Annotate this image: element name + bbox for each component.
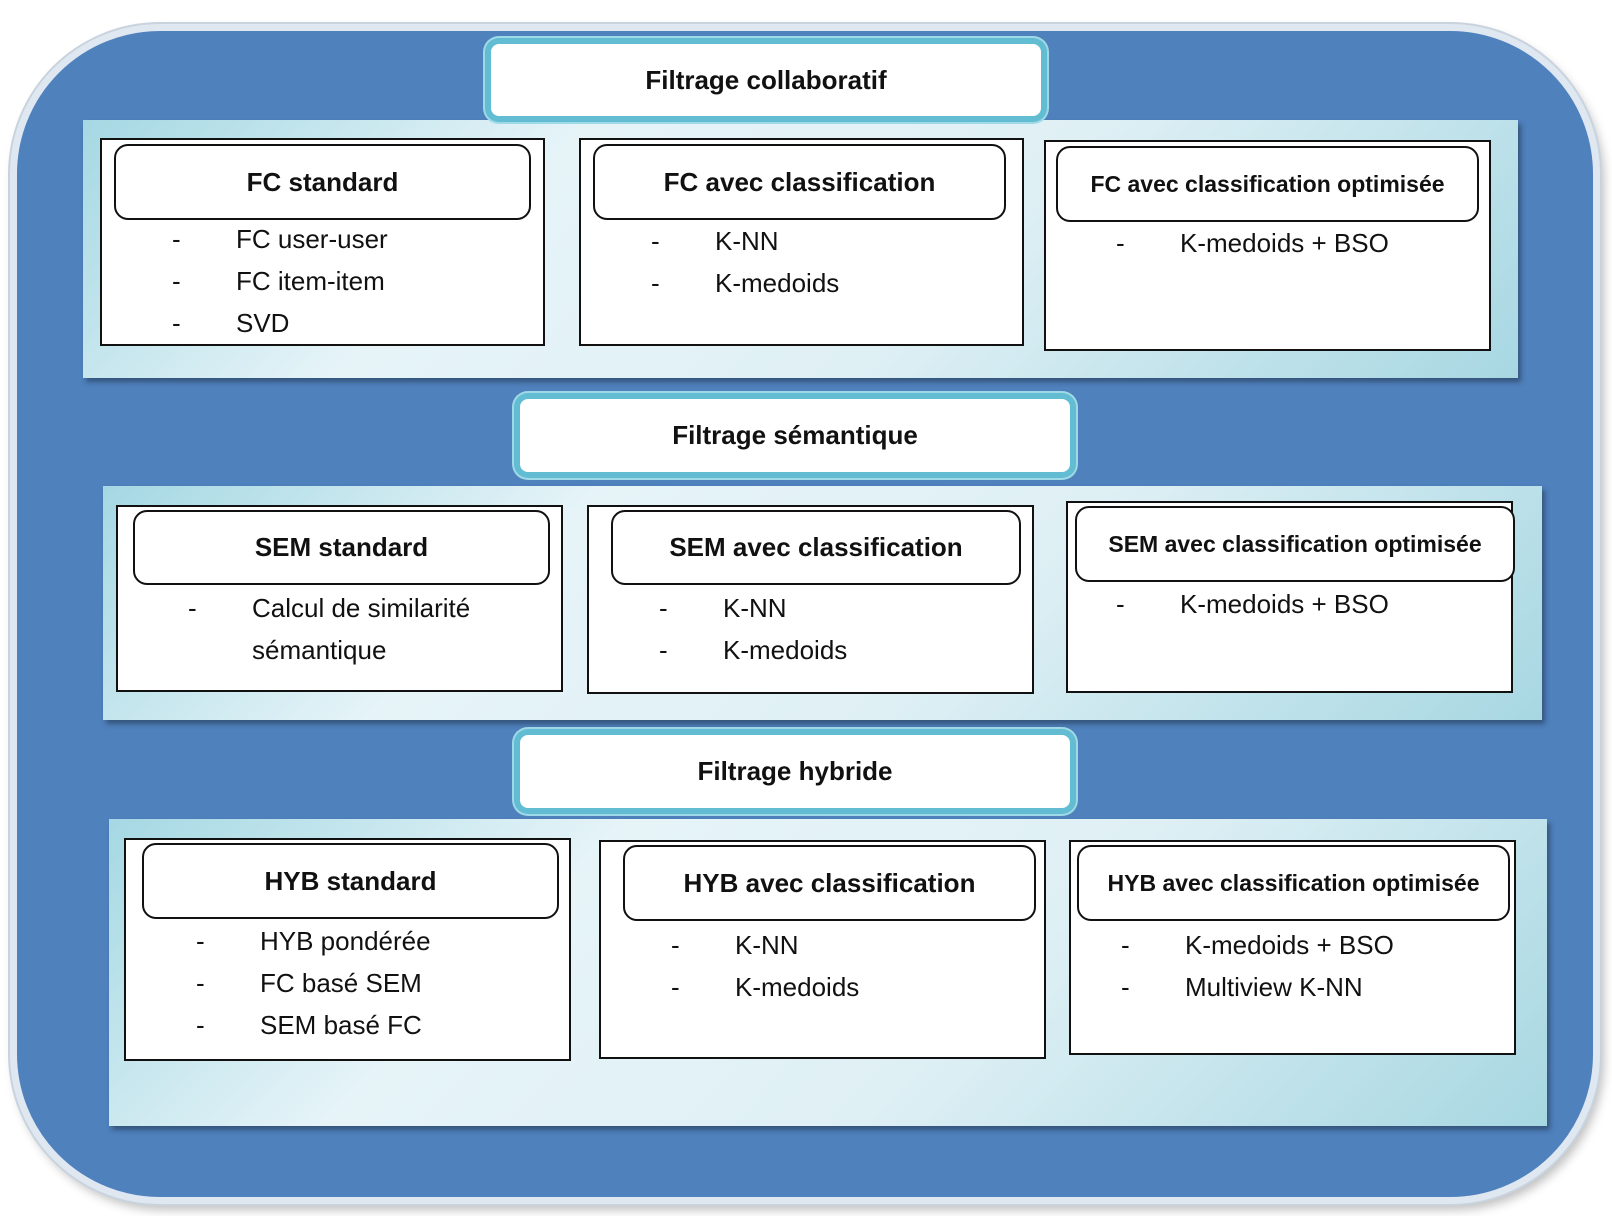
card-title: FC standard: [114, 144, 531, 220]
list-item: K-medoids + BSO: [1116, 583, 1389, 625]
card-sem-standard: SEM standard Calcul de similarité sémant…: [116, 505, 563, 692]
list-item: K-medoids: [651, 262, 839, 304]
list-item: FC user-user: [172, 218, 388, 260]
card-sem-optimized: SEM avec classification optimisée K-medo…: [1066, 501, 1515, 693]
item-list: K-NN K-medoids: [671, 924, 859, 1008]
item-list: Calcul de similarité sémantique: [188, 587, 518, 671]
card-fc-standard: FC standard FC user-user FC item-item SV…: [100, 138, 545, 346]
list-item: SEM basé FC: [196, 1004, 431, 1046]
item-list: HYB pondérée FC basé SEM SEM basé FC: [196, 920, 431, 1046]
card-title: SEM avec classification: [611, 510, 1021, 585]
card-fc-optimized: FC avec classification optimisée K-medoi…: [1044, 140, 1491, 351]
list-item: Multiview K-NN: [1121, 966, 1394, 1008]
header-hybrid: Filtrage hybride: [520, 735, 1070, 808]
card-sem-classification: SEM avec classification K-NN K-medoids: [587, 505, 1034, 694]
card-title: SEM standard: [133, 510, 550, 585]
item-list: K-medoids + BSO Multiview K-NN: [1121, 924, 1394, 1008]
item-list: FC user-user FC item-item SVD: [172, 218, 388, 344]
list-item: FC basé SEM: [196, 962, 431, 1004]
card-title: HYB avec classification: [623, 845, 1036, 921]
list-item: K-medoids + BSO: [1116, 222, 1389, 264]
card-hyb-standard: HYB standard HYB pondérée FC basé SEM SE…: [124, 838, 571, 1061]
header-collaborative: Filtrage collaboratif: [491, 44, 1041, 116]
list-item: K-NN: [671, 924, 859, 966]
card-fc-classification: FC avec classification K-NN K-medoids: [579, 138, 1024, 346]
list-item: FC item-item: [172, 260, 388, 302]
list-item: K-medoids + BSO: [1121, 924, 1394, 966]
card-title: FC avec classification optimisée: [1056, 146, 1479, 222]
list-item: K-medoids: [671, 966, 859, 1008]
card-hyb-optimized: HYB avec classification optimisée K-medo…: [1069, 840, 1516, 1055]
card-title: FC avec classification: [593, 144, 1006, 220]
card-hyb-classification: HYB avec classification K-NN K-medoids: [599, 840, 1046, 1059]
list-item: SVD: [172, 302, 388, 344]
card-title: HYB avec classification optimisée: [1077, 845, 1510, 921]
item-list: K-NN K-medoids: [651, 220, 839, 304]
card-title: HYB standard: [142, 843, 559, 919]
list-item: K-NN: [659, 587, 847, 629]
item-list: K-medoids + BSO: [1116, 222, 1389, 264]
card-title: SEM avec classification optimisée: [1075, 506, 1515, 582]
list-item: HYB pondérée: [196, 920, 431, 962]
item-list: K-medoids + BSO: [1116, 583, 1389, 625]
list-item: K-medoids: [659, 629, 847, 671]
item-list: K-NN K-medoids: [659, 587, 847, 671]
list-item: K-NN: [651, 220, 839, 262]
header-semantic: Filtrage sémantique: [520, 399, 1070, 472]
list-item: Calcul de similarité sémantique: [188, 587, 518, 671]
